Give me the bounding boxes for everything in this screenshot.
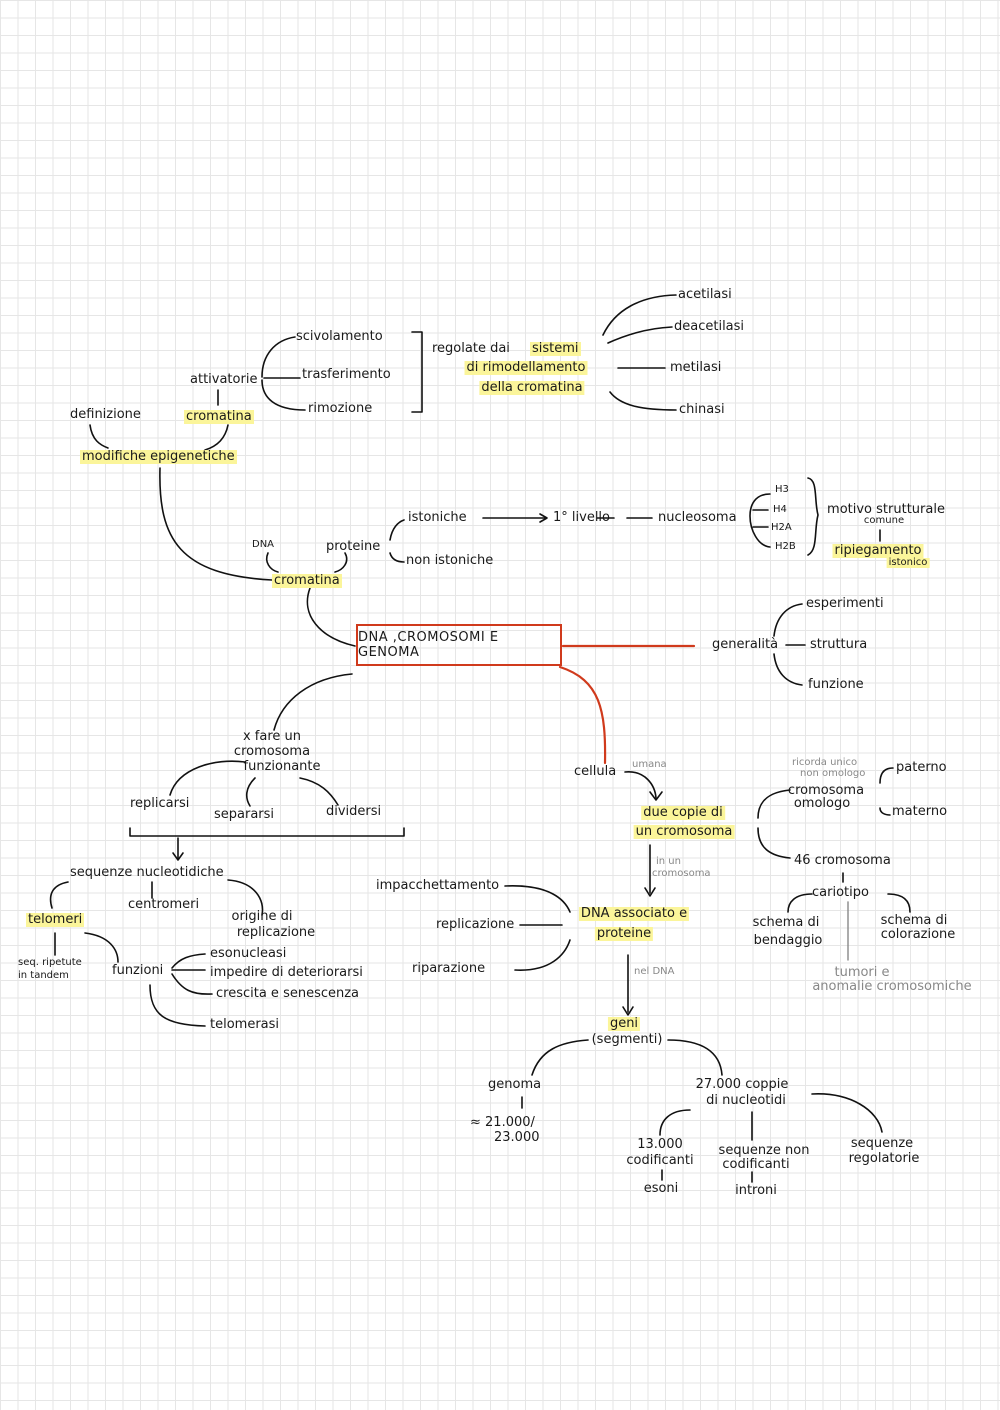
impedire-label: impedire di deteriorarsi	[210, 965, 363, 980]
cromatina-epi-label: cromatina	[184, 409, 254, 424]
dna-label: DNA	[252, 539, 275, 550]
cromatina-label: cromatina	[272, 573, 342, 588]
approx2-label: 23.000	[494, 1130, 540, 1145]
comune-label: comune	[863, 515, 905, 526]
funzione-label: funzione	[808, 677, 864, 692]
sistemi-label: sistemi	[530, 341, 581, 356]
struttura-label: struttura	[810, 637, 868, 652]
h3-label: H3	[775, 484, 789, 495]
h2b-label: H2B	[775, 541, 796, 552]
origine-di-label: origine di	[231, 909, 293, 924]
sequenze-reg-label: sequenze	[850, 1136, 914, 1151]
main-title-box: DNA ,CROMOSOMI E GENOMA	[356, 624, 562, 666]
trasferimento-label: trasferimento	[302, 367, 391, 382]
rimozione-label: rimozione	[308, 401, 373, 416]
anomalie-label: anomalie cromosomiche	[812, 979, 972, 994]
non-omologo-label: non omologo	[800, 768, 866, 779]
segmenti-label: (segmenti)	[591, 1032, 663, 1047]
funzioni-label: funzioni	[112, 963, 164, 978]
proteine-label: proteine	[326, 539, 381, 554]
schema-bandeggio-label: schema di	[752, 915, 820, 930]
introni-label: introni	[735, 1183, 777, 1198]
riparazione-label: riparazione	[412, 961, 486, 976]
modifiche-epigenetiche-label: modifiche epigenetiche	[80, 449, 237, 464]
motivo-strutturale-label: motivo strutturale	[827, 502, 945, 517]
separarsi-label: separarsi	[214, 807, 275, 822]
definizione-label: definizione	[70, 407, 141, 422]
h2a-label: H2A	[771, 522, 792, 533]
acetilasi-label: acetilasi	[678, 287, 732, 302]
funzionante-label: funzionante	[243, 759, 321, 774]
esonucleasi-label: esonucleasi	[210, 946, 287, 961]
genoma-label: genoma	[488, 1077, 542, 1092]
cariotipo-label: cariotipo	[812, 885, 869, 900]
replicazione-dna-label: replicazione	[436, 917, 515, 932]
in-tandem-label: in tandem	[18, 970, 69, 981]
dna-associato-label: DNA associato e	[578, 906, 690, 921]
telomerasi-label: telomerasi	[210, 1017, 280, 1032]
schema-colorazione-label: schema di	[880, 913, 948, 928]
della-cromatina-label: della cromatina	[479, 380, 585, 395]
main-title: DNA ,CROMOSOMI E GENOMA	[358, 630, 499, 660]
ripiegamento-label: ripiegamento	[832, 543, 924, 558]
materno-label: materno	[892, 804, 948, 819]
istoniche-label: istoniche	[408, 510, 467, 525]
ricorda-unico-label: ricorda unico	[792, 757, 858, 768]
sequenze-nucleotidiche-label: sequenze nucleotidiche	[70, 865, 224, 880]
paterno-label: paterno	[896, 760, 947, 775]
primo-livello-label: 1° livello	[553, 510, 610, 525]
approx-label: ≈ 21.000/	[470, 1115, 535, 1130]
replicarsi-label: replicarsi	[130, 796, 190, 811]
esoni-label: esoni	[643, 1181, 679, 1196]
tumori-label: tumori e	[834, 965, 890, 980]
metilasi-label: metilasi	[670, 360, 722, 375]
46-cromosoma-label: 46 cromosoma	[794, 853, 891, 868]
replicazione-label: replicazione	[236, 925, 316, 940]
in-un-cromosoma-label: cromosoma	[652, 868, 711, 879]
umana-label: umana	[632, 759, 667, 770]
impacchettamento-label: impacchettamento	[376, 878, 500, 893]
in-un-label: in un	[656, 856, 681, 867]
h4-label: H4	[773, 504, 787, 515]
centromeri-label: centromeri	[128, 897, 200, 912]
13000-label: 13.000	[637, 1137, 683, 1152]
un-cromosoma-label: un cromosoma	[633, 824, 735, 839]
crescita-label: crescita e senescenza	[216, 986, 360, 1001]
nucleosoma-label: nucleosoma	[658, 510, 737, 525]
attivatorie-label: attivatorie	[190, 372, 258, 387]
rimodellamento-label: di rimodellamento	[464, 360, 588, 375]
nucleotidi-label: di nucleotidi	[706, 1093, 786, 1108]
non-codificanti-label: codificanti	[722, 1157, 790, 1172]
non-istoniche-label: non istoniche	[406, 553, 494, 568]
cromosoma-omologo-label: cromosoma	[787, 783, 865, 798]
seq-ripetute-label: seq. ripetute	[18, 957, 82, 968]
dividersi-label: dividersi	[326, 804, 382, 819]
due-copie-label: due copie di	[641, 805, 725, 820]
deacetilasi-label: deacetilasi	[674, 319, 745, 334]
chinasi-label: chinasi	[679, 402, 725, 417]
bendaggio-label: bendaggio	[753, 933, 823, 948]
proteine-associate-label: proteine	[594, 926, 654, 941]
regolatorie-label: regolatorie	[848, 1151, 920, 1166]
coppie-label: 27.000 coppie	[695, 1077, 789, 1092]
regolate-label: regolate dai	[432, 341, 510, 356]
omologo-label: omologo	[793, 796, 851, 811]
nel-dna-label: nel DNA	[634, 966, 675, 977]
cellula-label: cellula	[574, 764, 617, 779]
istonico-label: istonico	[886, 557, 930, 568]
geni-label: geni	[607, 1016, 641, 1031]
esperimenti-label: esperimenti	[806, 596, 884, 611]
sequenze-non-label: sequenze non	[718, 1143, 810, 1158]
colorazione-label: colorazione	[880, 927, 956, 942]
cromosoma-label: cromosoma	[233, 744, 311, 759]
telomeri-label: telomeri	[26, 912, 85, 927]
x-fare-un-label: x fare un	[242, 729, 302, 744]
codificanti-label: codificanti	[626, 1153, 694, 1168]
scivolamento-label: scivolamento	[296, 329, 383, 344]
generalita-label: generalità	[712, 637, 779, 652]
